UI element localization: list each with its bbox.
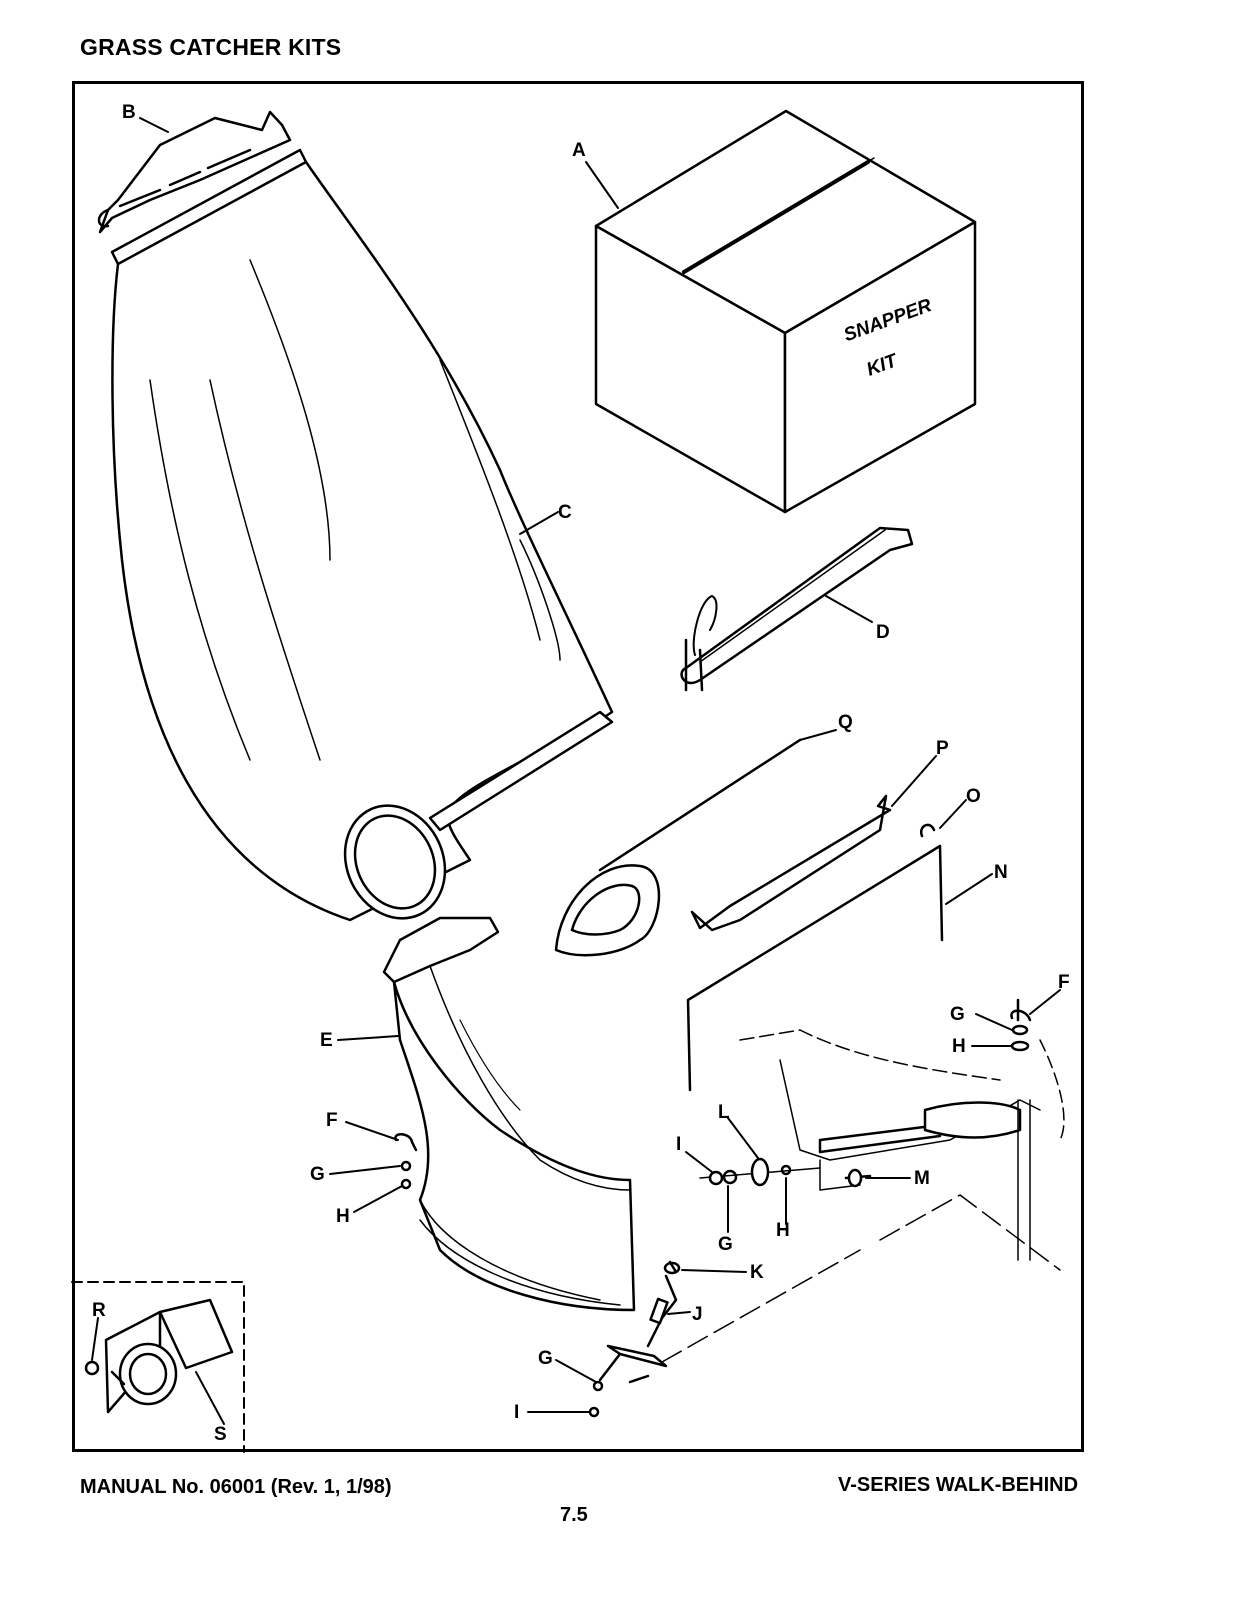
part-n-rod [688,846,942,1090]
label-h-left: H [336,1206,350,1227]
label-p: P [936,738,949,759]
label-a: A [572,140,586,161]
mower-deck-section [740,1030,1064,1260]
label-r: R [92,1300,106,1321]
label-f-left: F [326,1110,338,1131]
label-l: L [718,1102,730,1123]
label-e: E [320,1030,333,1051]
label-g-center: G [718,1234,733,1255]
label-c: C [558,502,572,523]
hardware-center [700,1159,870,1186]
hardware-right-fgh [1011,1000,1030,1050]
page-number: 7.5 [560,1504,588,1526]
label-h-center: H [776,1220,790,1241]
part-p-wire [692,796,890,930]
label-i-center: I [676,1134,681,1155]
part-d-handle-bracket [682,528,912,690]
manual-number: MANUAL No. 06001 (Rev. 1, 1/98) [80,1476,392,1498]
page-title: GRASS CATCHER KITS [80,34,342,60]
hardware-lower-hinge [590,1262,679,1416]
label-s: S [214,1424,227,1445]
label-o: O [966,786,981,807]
part-o-clip [921,825,934,836]
callout-labels: B A C D Q P O N F G H E F G H I L G H M … [92,102,1070,1445]
leader-lines [91,117,1061,1425]
hardware-left-fgh [395,1134,416,1188]
part-c-grass-bag [112,150,612,935]
label-f-right: F [1058,972,1070,993]
label-j: J [692,1304,703,1325]
label-m: M [914,1168,930,1189]
label-d: D [876,622,890,643]
series-name: V-SERIES WALK-BEHIND [838,1474,1079,1496]
label-n: N [994,862,1008,883]
label-q: Q [838,712,853,733]
label-b: B [122,102,136,123]
part-b-bag-frame [99,112,290,232]
part-q-deflector [556,740,800,955]
inset-box [72,1282,244,1452]
diagram-frame [72,81,1084,1452]
label-g-left: G [310,1164,325,1185]
label-i-lower: I [514,1402,519,1423]
part-s-bracket [86,1300,232,1412]
label-h-right: H [952,1036,966,1057]
label-k: K [750,1262,764,1283]
label-g-lower: G [538,1348,553,1369]
part-e-discharge-chute [384,918,634,1310]
label-g-right: G [950,1004,965,1025]
dash-leaders [662,1195,1060,1362]
part-a-kit-box [596,111,975,512]
